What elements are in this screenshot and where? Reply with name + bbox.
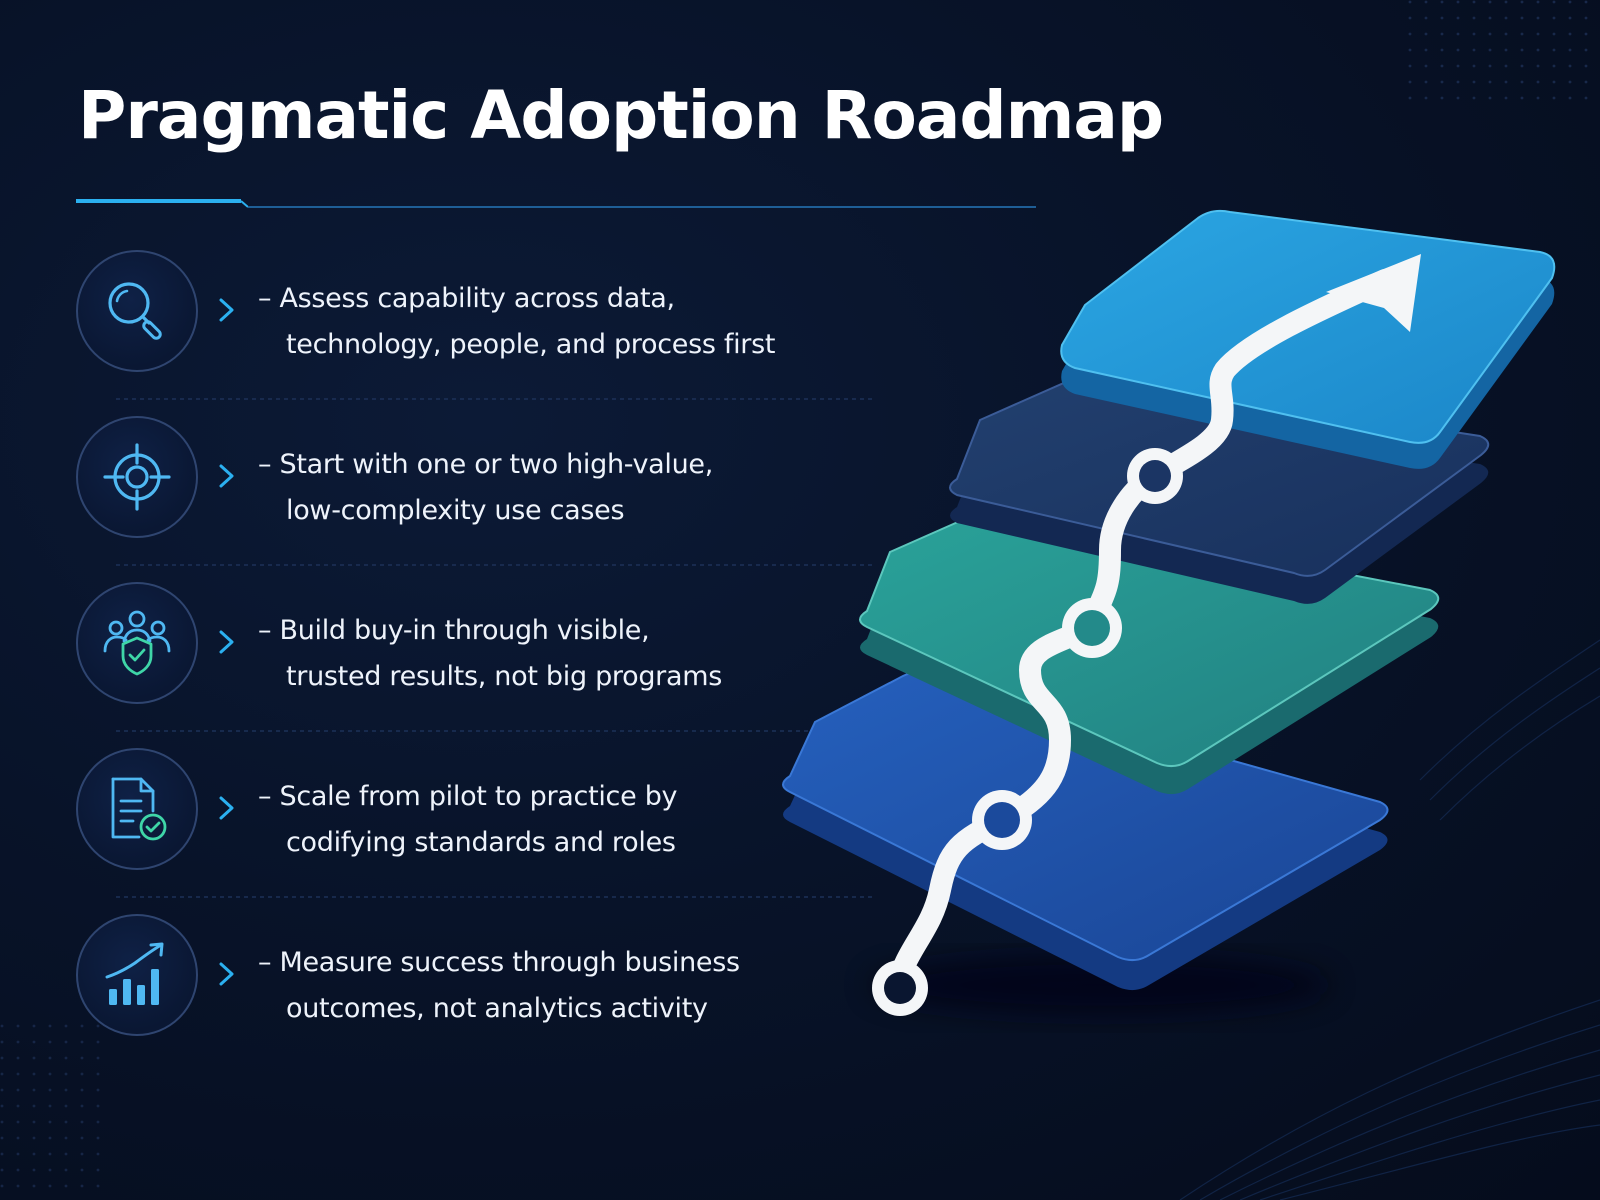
- arrow-icon: [1326, 254, 1421, 332]
- step-line-2: trusted results, not big programs: [286, 661, 722, 692]
- divider: [116, 398, 876, 400]
- step-line-1: – Measure success through business: [258, 947, 740, 978]
- divider: [116, 730, 876, 732]
- divider: [116, 564, 876, 566]
- milestone-marker-inner: [884, 972, 916, 1004]
- chevron-right-icon: [219, 962, 234, 986]
- step-text: – Measure success through business outco…: [258, 940, 818, 1032]
- step-line-1: – Build buy-in through visible,: [258, 615, 650, 646]
- step-text: – Scale from pilot to practice by codify…: [258, 774, 818, 866]
- target-icon: [76, 416, 198, 538]
- magnifier-icon: [76, 250, 198, 372]
- step-start: – Start with one or two high-value, low-…: [76, 416, 816, 546]
- roadmap-layer-bottom: [782, 671, 1389, 1015]
- step-line-2: codifying standards and roles: [286, 827, 676, 858]
- step-text: – Build buy-in through visible, trusted …: [258, 608, 818, 700]
- step-buy-in: – Build buy-in through visible, trusted …: [76, 582, 816, 712]
- step-line-2: technology, people, and process first: [286, 329, 776, 360]
- roadmap-layer-stack: [782, 209, 1556, 1016]
- document-check-icon: [76, 748, 198, 870]
- step-line-1: – Assess capability across data,: [258, 283, 675, 314]
- divider: [116, 896, 876, 898]
- growth-chart-icon: [76, 914, 198, 1036]
- step-line-1: – Scale from pilot to practice by: [258, 781, 678, 812]
- step-text: – Assess capability across data, technol…: [258, 276, 818, 368]
- milestone-marker-inner: [984, 802, 1020, 838]
- team-shield-icon: [76, 582, 198, 704]
- step-measure: – Measure success through business outco…: [76, 914, 816, 1044]
- step-text: – Start with one or two high-value, low-…: [258, 442, 818, 534]
- milestone-markers: [872, 448, 1183, 1016]
- chevron-right-icon: [219, 630, 234, 654]
- step-line-2: low-complexity use cases: [286, 495, 625, 526]
- chevron-right-icon: [219, 796, 234, 820]
- chevron-right-icon: [219, 298, 234, 322]
- milestone-marker-inner: [1074, 610, 1110, 646]
- chevron-right-icon: [219, 464, 234, 488]
- milestone-marker-inner: [1139, 460, 1171, 492]
- page-title: Pragmatic Adoption Roadmap: [78, 77, 1164, 154]
- step-line-2: outcomes, not analytics activity: [286, 993, 708, 1024]
- steps-list: – Assess capability across data, technol…: [76, 250, 876, 1050]
- step-line-1: – Start with one or two high-value,: [258, 449, 713, 480]
- title-underline: [76, 199, 1036, 208]
- step-assess: – Assess capability across data, technol…: [76, 250, 816, 380]
- step-scale: – Scale from pilot to practice by codify…: [76, 748, 816, 878]
